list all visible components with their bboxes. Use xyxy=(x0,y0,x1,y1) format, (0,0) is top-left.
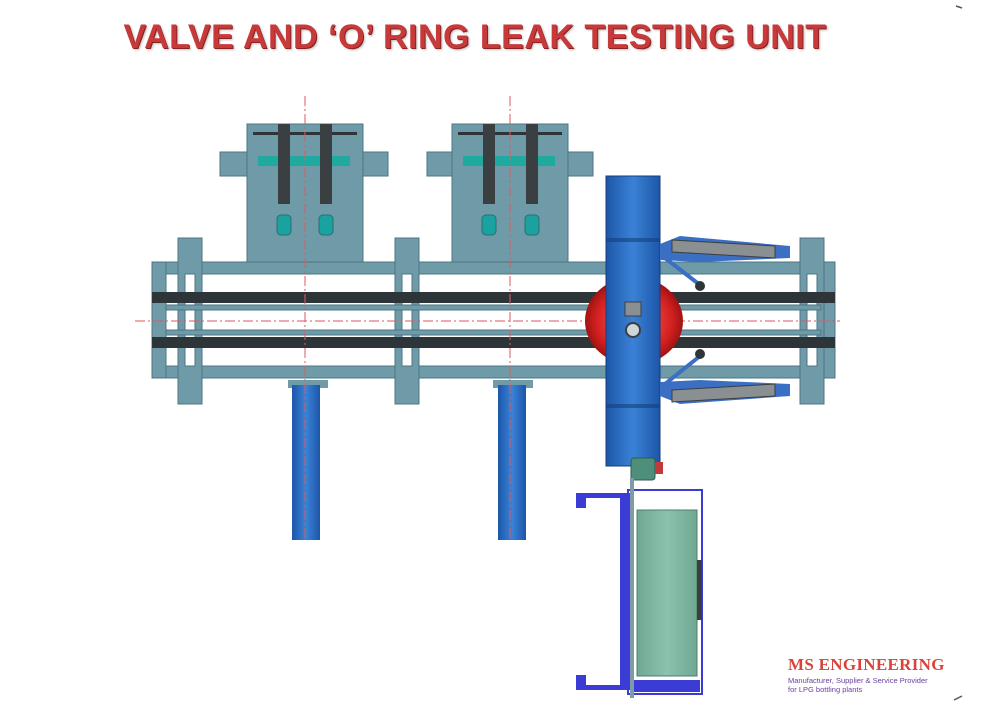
brand-tagline: Manufacturer, Supplier & Service Provide… xyxy=(788,676,928,694)
corner-marks xyxy=(953,5,963,701)
brand-name: MS ENGINEERING xyxy=(788,655,945,674)
tester-station-1 xyxy=(219,123,389,263)
support-columns xyxy=(288,380,533,540)
page-title: VALVE AND ‘O’ RING LEAK TESTING UNIT xyxy=(123,18,827,56)
centerlines xyxy=(135,96,840,540)
clamp-body xyxy=(605,175,661,467)
conveyor-rails xyxy=(152,292,835,348)
brand-block: MS ENGINEERING Manufacturer, Supplier & … xyxy=(788,655,978,694)
clamp-arms xyxy=(660,236,790,404)
motor xyxy=(630,457,663,481)
bracket-tray xyxy=(576,478,703,698)
